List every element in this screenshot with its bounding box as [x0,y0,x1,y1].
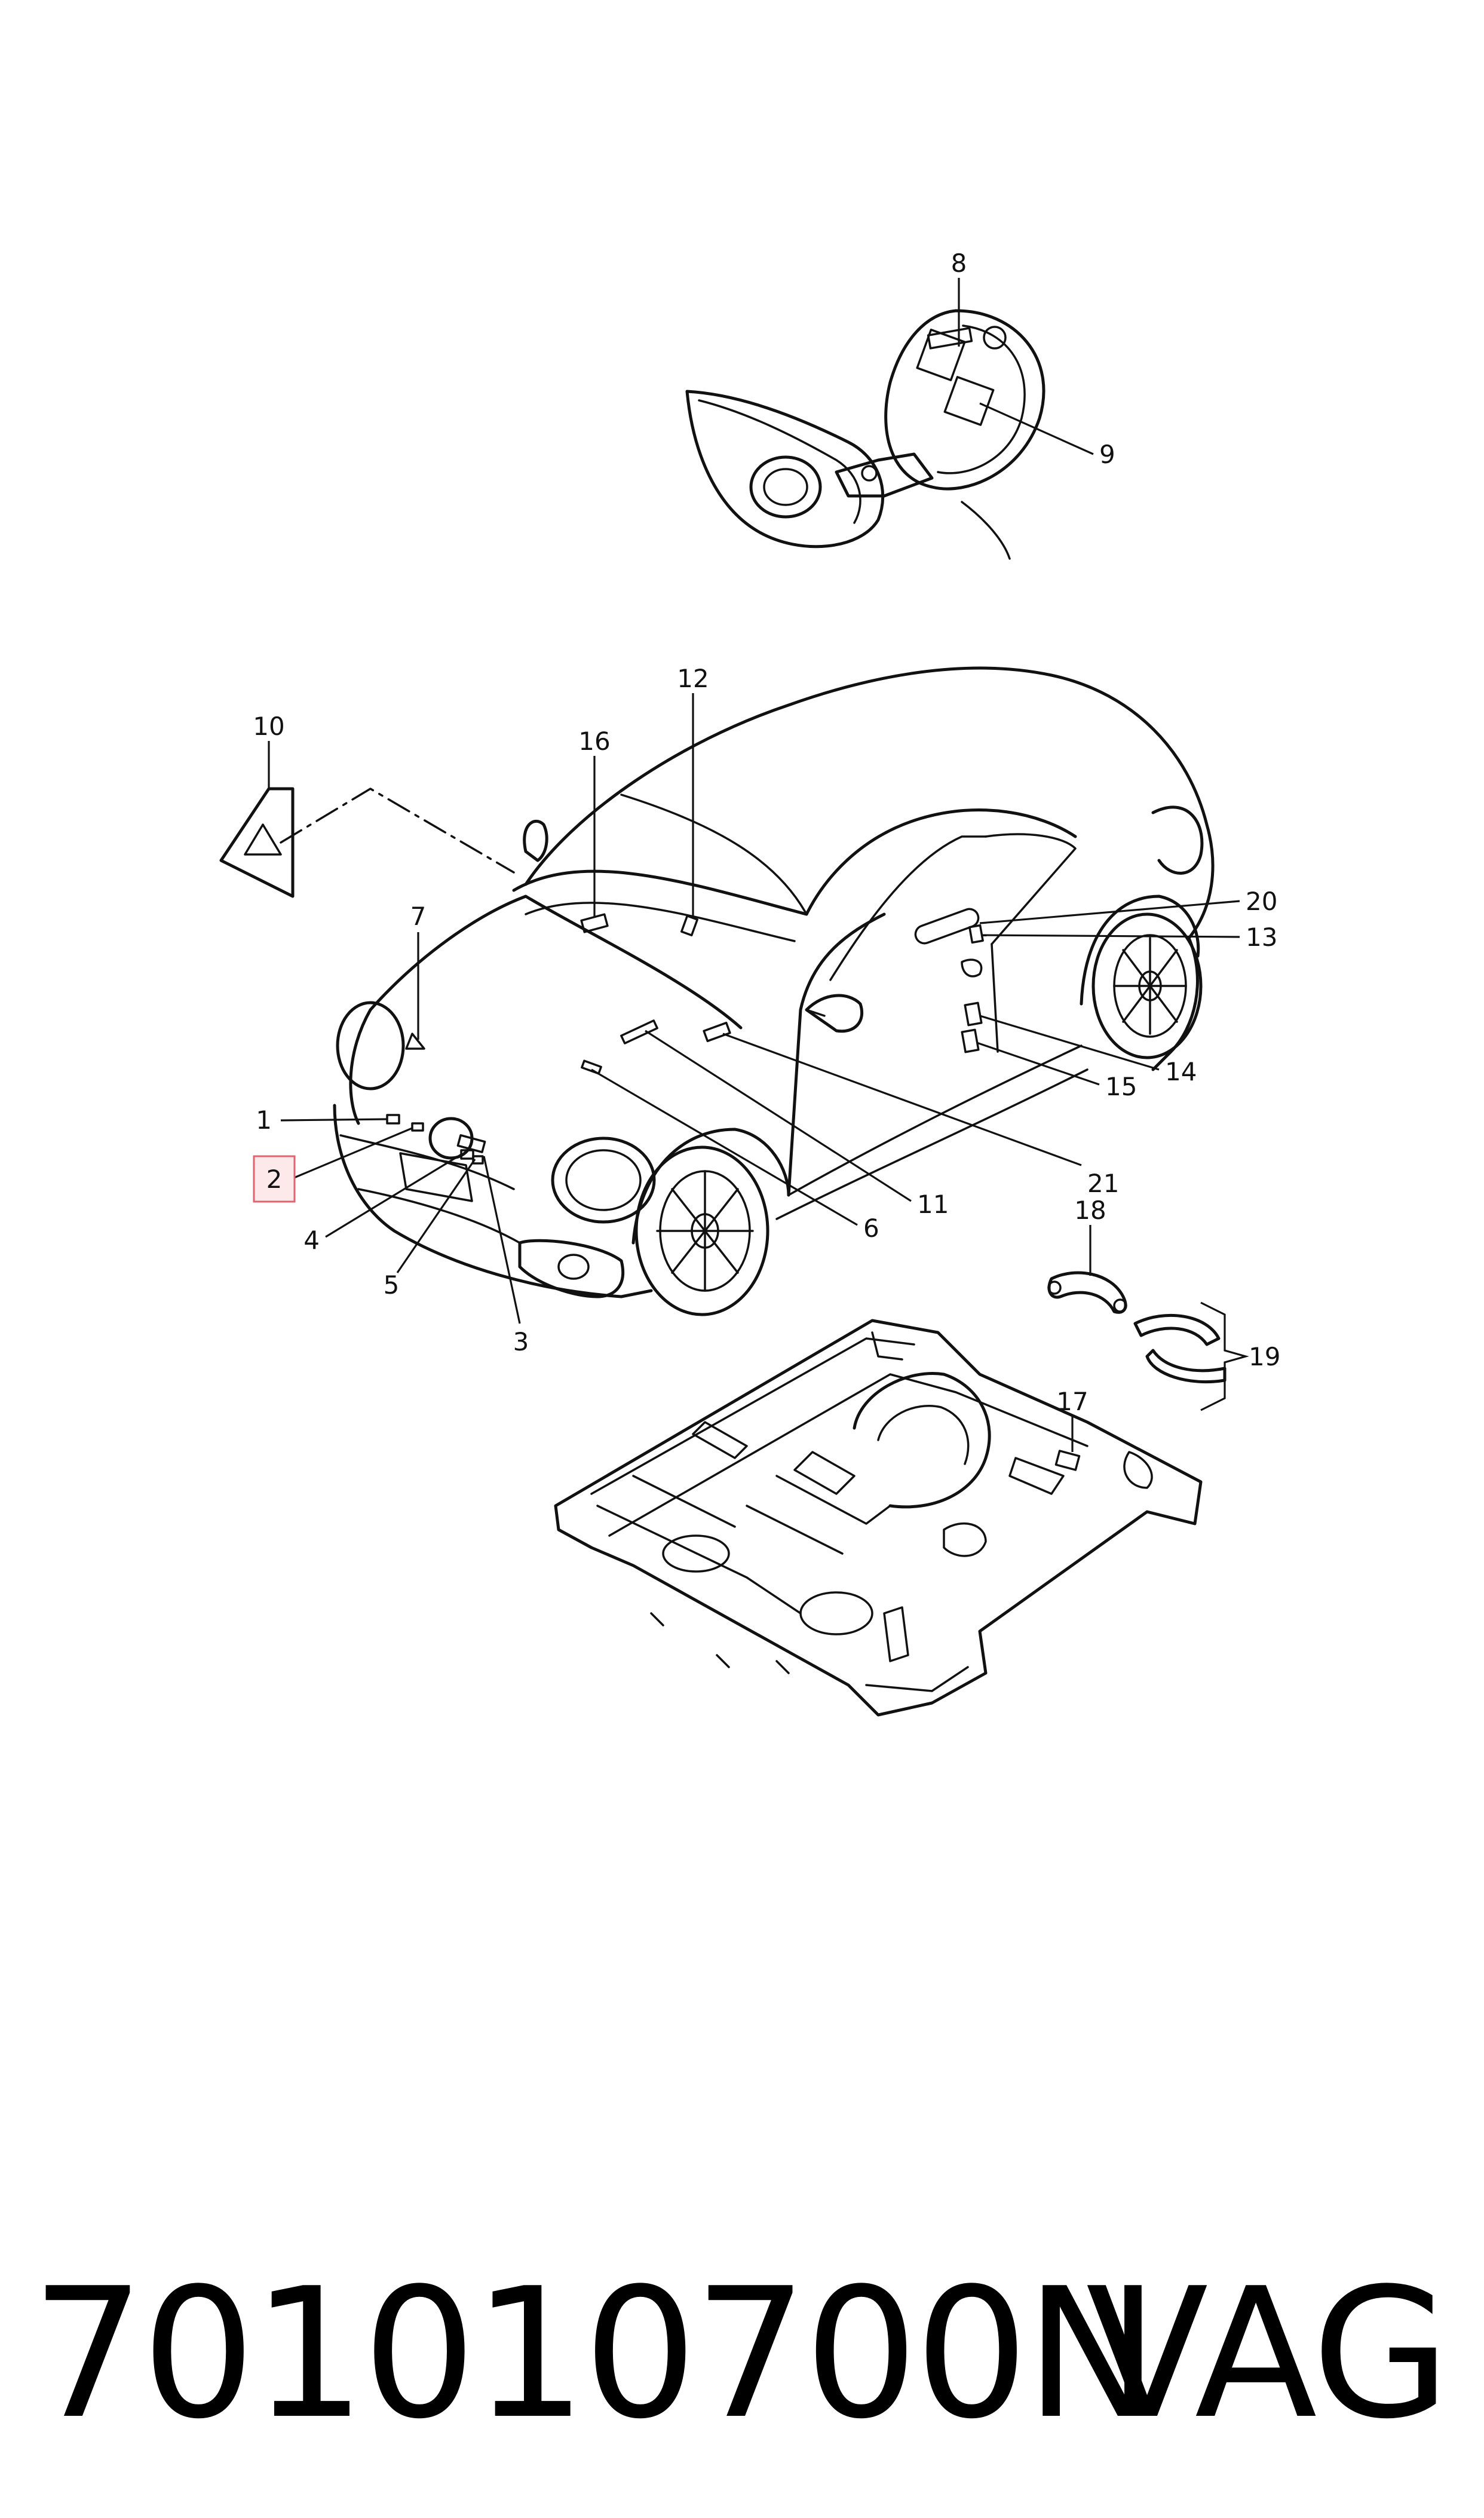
callout-2-highlight [253,1155,296,1203]
callout-6[interactable]: 6 [863,1214,879,1243]
callout-16[interactable]: 16 [578,727,610,756]
callout-19[interactable]: 19 [1249,1342,1280,1371]
callout-21[interactable]: 21 [1087,1169,1119,1198]
callout-10[interactable]: 10 [253,712,284,741]
brand-name: VAG [1086,2250,1451,2458]
callout-17[interactable]: 17 [1056,1387,1088,1416]
callout-3[interactable]: 3 [513,1327,529,1356]
callout-14[interactable]: 14 [1165,1057,1197,1086]
callout-11[interactable]: 11 [917,1190,949,1219]
callout-13[interactable]: 13 [1246,923,1277,952]
car-illustration [333,666,1215,1316]
callout-9[interactable]: 9 [1099,440,1115,469]
part-number: 701010700N [31,2250,1159,2458]
callout-18[interactable]: 18 [1074,1196,1106,1225]
callout-labels: 1 2 3 4 5 6 7 8 9 10 11 12 13 14 15 16 1… [253,249,1280,1416]
footer: 701010700N VAG [0,2229,1484,2480]
callout-7[interactable]: 7 [410,902,427,931]
leader-lines [268,278,1249,1452]
callout-2[interactable]: 2 [266,1165,283,1194]
callout-12[interactable]: 12 [677,664,709,693]
callout-20[interactable]: 20 [1246,887,1277,916]
floor-pan-illustration [554,1319,1203,1717]
callout-5[interactable]: 5 [384,1270,400,1300]
fuel-flap-illustration [685,309,1045,560]
callout-8[interactable]: 8 [951,249,967,278]
callout-15[interactable]: 15 [1105,1072,1137,1101]
clip-rings-illustration [1047,1271,1227,1384]
callout-4[interactable]: 4 [303,1226,320,1255]
callout-1[interactable]: 1 [256,1105,272,1135]
warning-triangle-illustration [219,787,515,898]
